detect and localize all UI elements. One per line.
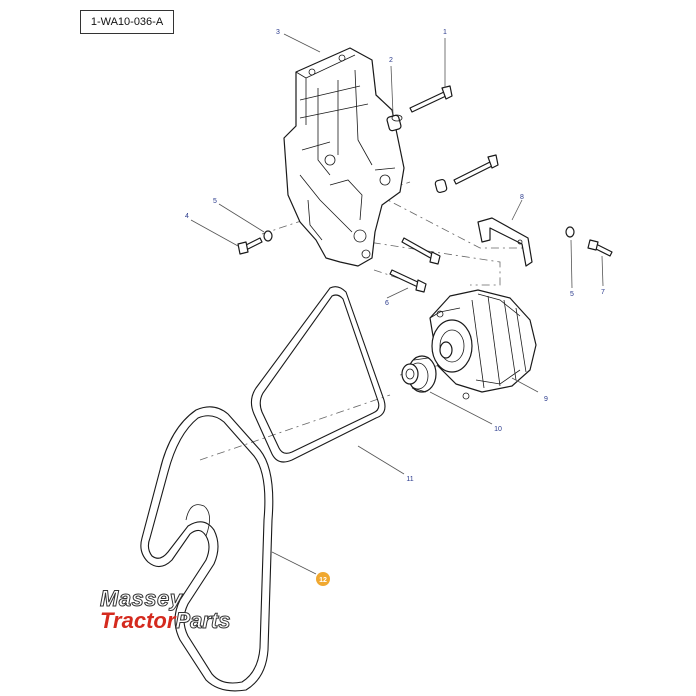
lock-washer-left — [263, 230, 273, 242]
logo-word-white: Parts — [175, 608, 231, 633]
callout-12: 12 — [319, 577, 327, 584]
callout-10: 10 — [494, 426, 502, 433]
bolt-left — [237, 237, 263, 255]
bolt-long — [409, 85, 453, 113]
callout-5-right: 5 — [570, 291, 574, 298]
bolt-right — [587, 239, 613, 257]
callout-5-left: 5 — [213, 198, 217, 205]
serpentine-belt — [140, 406, 274, 692]
mounting-bracket — [283, 47, 405, 267]
logo-line-1: Massey — [99, 586, 183, 611]
drawing-reference-label: 1-WA10-036-A — [80, 10, 174, 34]
bolt-middle — [401, 237, 441, 265]
callout-7: 7 — [601, 289, 605, 296]
lock-washer-right — [565, 226, 575, 238]
callout-2: 2 — [389, 57, 393, 64]
watermark-logo: Massey TractorParts — [99, 586, 231, 633]
callout-3: 3 — [276, 29, 280, 36]
alternator-belt — [250, 286, 386, 463]
callout-9: 9 — [544, 396, 548, 403]
bolt-lower — [389, 269, 427, 293]
callout-4: 4 — [185, 213, 189, 220]
logo-word-red: Tractor — [100, 608, 176, 633]
callout-8: 8 — [520, 194, 524, 201]
callout-12-highlight — [316, 572, 330, 586]
alternator-pulley — [401, 355, 437, 393]
callout-11: 11 — [406, 476, 413, 483]
callout-numbers: 1 2 3 4 5 5 6 7 8 9 10 11 12 — [185, 29, 605, 586]
adjuster-strap — [477, 217, 533, 267]
leader-lines — [190, 33, 604, 575]
callout-6: 6 — [385, 300, 389, 307]
bolt-upper-right — [434, 154, 499, 194]
logo-line-2: TractorParts — [100, 608, 231, 633]
spacer-sleeve — [386, 114, 403, 132]
callout-1: 1 — [443, 29, 447, 36]
alternator — [429, 289, 537, 400]
